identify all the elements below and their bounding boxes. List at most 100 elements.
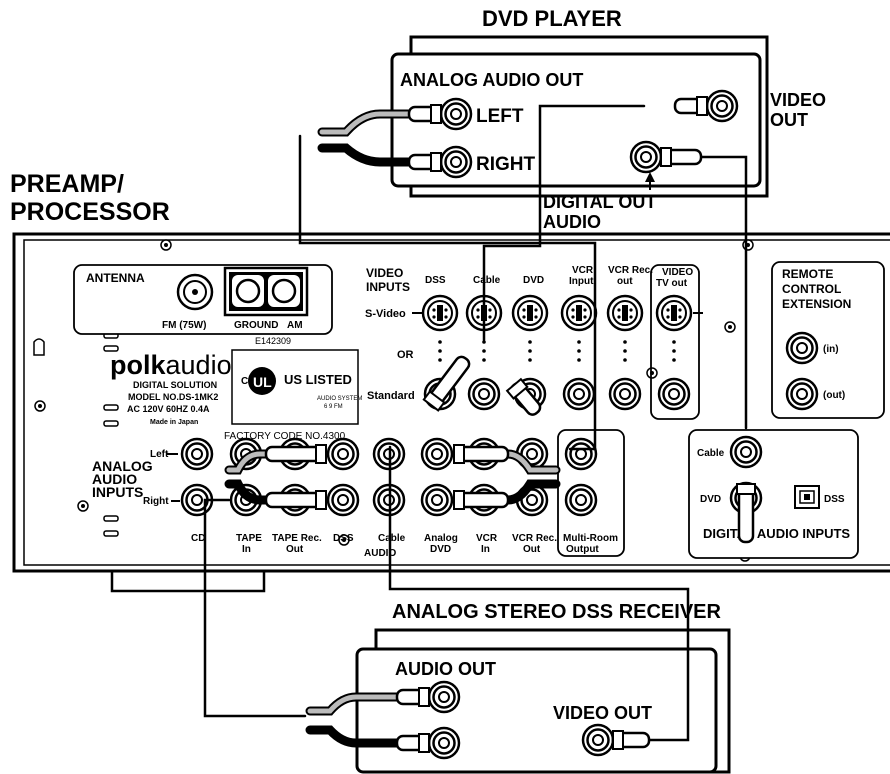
model-line-4: Made in Japan [150, 419, 198, 426]
dvd-video-out-label-1: VIDEO [770, 90, 826, 110]
video-standard-vcr-in-jack [562, 377, 596, 411]
ul-listed-text: US LISTED [284, 372, 352, 387]
video-inputs-label-2: INPUTS [366, 280, 410, 294]
dss-audio-out-left-jack [427, 680, 461, 714]
preamp-title-2: PROCESSOR [10, 198, 170, 226]
fm-antenna-jack [176, 273, 214, 311]
remote-out-jack [785, 377, 819, 411]
dvd-left-plug [407, 103, 443, 125]
dss-audio-cable-run [203, 498, 307, 718]
vcr-in-label-1: VCR [476, 533, 498, 544]
video-vcr-input-label-2: Input [569, 276, 594, 287]
svideo-vcr-in-jack [560, 294, 598, 332]
dvd-left-jack [439, 97, 473, 131]
ground-label: GROUND [234, 320, 278, 331]
video-standard-vcr-rec-jack [608, 377, 642, 411]
svideo-tv-out-jack [655, 294, 693, 332]
dvd-left-label: LEFT [476, 106, 524, 127]
cables [203, 96, 756, 754]
analog-dvd-label-1: Analog [424, 533, 458, 544]
dss-audio-right-jack [326, 483, 360, 517]
dvd-right-plug [407, 151, 443, 173]
vcr-rec-label-2: Out [523, 544, 541, 555]
dvd-right-jack [439, 145, 473, 179]
standard-label: Standard [367, 390, 415, 402]
dss-receiver: ANALOG STEREO DSS RECEIVER AUDIO OUT VID… [355, 601, 731, 774]
video-standard-tv-out-jack [657, 377, 691, 411]
dvd-player-title: DVD PLAYER [482, 6, 622, 31]
dvd-video-cable [538, 104, 646, 245]
tape-in-label-1: TAPE [236, 533, 262, 544]
digital-dvd-label: DVD [700, 494, 721, 505]
analog-inputs-label-2: AUDIO [92, 471, 137, 487]
multi-room-right-jack [564, 483, 598, 517]
analog-inputs-label-1: ANALOG [92, 458, 153, 474]
remote-label-2: CONTROL [782, 282, 841, 296]
tv-out-section [650, 264, 700, 420]
dss-video-out-jack [581, 723, 615, 757]
dss-out-left-plug [395, 686, 431, 708]
video-vcr-input-label-1: VCR [572, 265, 594, 276]
digital-cable-label: Cable [697, 448, 725, 459]
svg-text:UL: UL [253, 374, 272, 390]
dvd-right-label: RIGHT [476, 154, 536, 175]
dvd-video-out-jack [705, 89, 739, 123]
video-dss-label: DSS [425, 275, 446, 286]
dss-out-right-plug [395, 732, 431, 754]
cert-number: E142309 [255, 336, 291, 346]
dvd-analog-audio-out-label: ANALOG AUDIO OUT [400, 70, 583, 90]
dss-receiver-title: ANALOG STEREO DSS RECEIVER [392, 601, 721, 623]
dvd-player: DVD PLAYER ANALOG AUDIO OUT LEFT RIGHT V… [390, 6, 826, 232]
ul-mark [248, 367, 276, 395]
model-line-1: DIGITAL SOLUTION [133, 380, 217, 390]
or-label: OR [397, 349, 414, 361]
cd-label: CD [191, 533, 205, 544]
dss-audio-label: DSS [333, 533, 354, 544]
video-tv-out-label-1: VIDEO [662, 267, 693, 278]
multi-room-label-1: Multi-Room [563, 533, 618, 544]
dss-audio-out-label: AUDIO OUT [395, 659, 496, 679]
svg-text:6 9 FM: 6 9 FM [324, 404, 343, 410]
antenna-label: ANTENNA [86, 271, 145, 285]
analog-inputs-label-3: INPUTS [92, 484, 143, 500]
remote-label-3: EXTENSION [782, 297, 851, 311]
video-tv-out-label-2: TV out [656, 278, 688, 289]
tape-rec-label-1: TAPE Rec. [272, 533, 322, 544]
digital-inputs-section [688, 429, 859, 559]
svg-text:AUDIO SYSTEM: AUDIO SYSTEM [317, 396, 362, 402]
analog-dvd-label-2: DVD [430, 544, 451, 555]
video-standard-cable-jack [467, 377, 501, 411]
remote-label-1: REMOTE [782, 267, 833, 281]
digital-dss-label: DSS [824, 494, 845, 505]
optical-dss-jack [794, 485, 820, 509]
svideo-label: S-Video [365, 308, 406, 320]
digital-inputs-title: DIGITAL AUDIO INPUTS [703, 526, 850, 541]
analog-dvd-right-jack [420, 483, 454, 517]
digital-cable-jack [729, 435, 763, 469]
am-label: AM [287, 320, 303, 331]
vcr-rec-label-1: VCR Rec. [512, 533, 557, 544]
video-vcr-rec-label-1: VCR Rec. [608, 265, 653, 276]
svg-text:C: C [241, 376, 248, 387]
dss-audio-left-jack [326, 437, 360, 471]
multi-room-left-jack [564, 437, 598, 471]
fm-label: FM (75W) [162, 320, 206, 331]
polkaudio-logo: polkaudio [110, 350, 232, 380]
dvd-audio-cable-run [298, 134, 597, 451]
video-inputs-label-1: VIDEO [366, 266, 403, 280]
remote-in-label: (in) [823, 344, 839, 355]
vcr-in-label-2: In [481, 544, 490, 555]
cd-left-jack [180, 437, 214, 471]
audio-label: AUDIO [364, 548, 396, 559]
dss-video-cable [388, 445, 690, 742]
model-line-3: AC 120V 60HZ 0.4A [127, 404, 210, 414]
factory-code: FACTORY CODE NO.4300 [224, 431, 346, 442]
cable-audio-label: Cable [378, 533, 406, 544]
multi-room-section [557, 429, 625, 557]
tape-rec-label-2: Out [286, 544, 304, 555]
dss-audio-out-right-jack [427, 726, 461, 760]
svideo-dvd-jack [511, 294, 549, 332]
remote-in-jack [785, 331, 819, 365]
svideo-vcr-rec-jack [606, 294, 644, 332]
